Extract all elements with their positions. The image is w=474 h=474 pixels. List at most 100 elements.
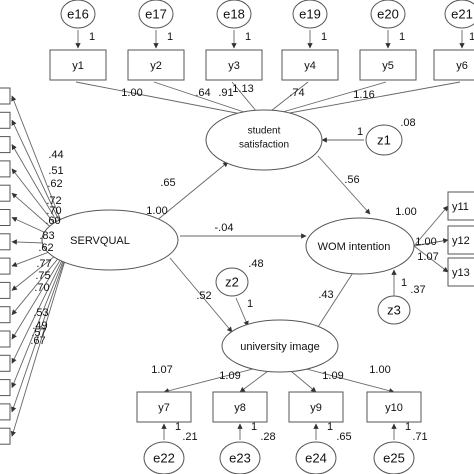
wom-label: WOM intention: [318, 241, 391, 253]
servqual-loading-coef: .49: [32, 320, 47, 332]
z3-path-coef: 1: [401, 277, 407, 289]
servqual-indicator-box-6: [0, 209, 11, 226]
z2-path-coef: 1: [247, 298, 253, 310]
top-indicator-label: y1: [72, 60, 84, 72]
top-error-label: e17: [145, 6, 167, 21]
servqual-loading-coef: .44: [48, 149, 63, 161]
z1-label: z1: [377, 132, 391, 147]
satisfaction-loading-path-6: [261, 81, 461, 120]
bottom-error-label: e22: [153, 450, 175, 465]
servqual-indicator-box-3: [0, 136, 11, 154]
servqual-to-image-path: [169, 257, 233, 333]
wom-loading-path-3: [413, 245, 449, 273]
top-error-circle-6: [444, 0, 474, 29]
top-indicator-label: y4: [304, 60, 316, 72]
coefficient-labels: e16y1e17y2e18y3e19y4e20y5e21y6e22y7e23y8…: [30, 6, 474, 465]
bottom-indicator-label: y9: [310, 402, 322, 414]
servqual-loading-coef: .62: [47, 178, 62, 190]
servqual-to-satisfaction-coef: .65: [160, 177, 175, 189]
top-error-circle-1: [60, 0, 96, 29]
servqual-loading-coef: .77: [36, 258, 51, 270]
bottom-error-circle-2: [219, 441, 261, 474]
servqual-loading-coef: .72: [46, 195, 61, 207]
bottom-error-path-coef: 1: [327, 421, 333, 433]
bottom-indicator-box-1: [136, 391, 192, 423]
top-indicator-box-2: [127, 49, 185, 81]
servqual-indicator-box-12: [0, 354, 11, 372]
bottom-error-variance-coef: .28: [260, 431, 275, 443]
servqual-loading-coef: .67: [30, 335, 45, 347]
satisfaction-loading-coef: .64: [195, 87, 210, 99]
servqual-loading-path-15: [10, 243, 71, 437]
servqual-indicator-box-14: [0, 403, 11, 421]
top-error-circle-2: [138, 0, 174, 29]
servqual-loading-coef: .51: [48, 165, 63, 177]
satisfaction-loading-coef: 1.16: [353, 89, 374, 101]
servqual-indicator-box-13: [0, 379, 11, 397]
wom-loading-coef: 1.00: [415, 236, 436, 248]
bottom-error-variance-coef: .65: [336, 431, 351, 443]
image-to-wom-path: [315, 267, 357, 331]
top-error-label: e18: [223, 6, 245, 21]
servqual-loading-path-13: [11, 243, 71, 389]
top-indicator-box-3: [205, 49, 263, 81]
bottom-indicator-box-3: [288, 391, 344, 423]
bottom-error-path-coef: 1: [251, 421, 257, 433]
servqual-indicator-box-2: [0, 111, 11, 129]
bottom-error-variance-coef: .21: [182, 431, 197, 443]
satisfaction-ellipse: [205, 109, 323, 171]
image-ellipse: [221, 319, 339, 373]
servqual-loading-coef: .60: [45, 215, 60, 227]
satisfaction-label-line2: satisfaction: [239, 140, 289, 151]
top-error-label: e16: [67, 6, 89, 21]
servqual-loading-coef: .53: [33, 307, 48, 319]
bottom-error-circle-1: [143, 441, 185, 474]
servqual-indicator-box-10: [0, 306, 11, 324]
top-indicator-box-6: [433, 49, 474, 81]
top-indicator-box-1: [49, 49, 107, 81]
bottom-indicator-box-4: [366, 391, 422, 423]
top-error-label: e20: [377, 6, 399, 21]
z2-to-image-path: [235, 297, 249, 327]
servqual-to-image-coef: .52: [196, 290, 211, 302]
bottom-error-label: e24: [305, 450, 327, 465]
servqual-loading-path-14: [11, 243, 71, 413]
right-indicator-label: y11: [452, 201, 469, 213]
top-indicator-box-5: [359, 49, 417, 81]
top-indicator-box-4: [281, 49, 339, 81]
image-loading-coef: 1.07: [151, 364, 172, 376]
right-indicator-label: y13: [452, 267, 470, 279]
right-indicator-label: y12: [452, 235, 470, 247]
z3-label: z3: [387, 302, 401, 317]
bottom-indicator-label: y10: [385, 402, 403, 414]
bottom-error-circle-4: [373, 441, 415, 474]
servqual-indicator-box-7: [0, 233, 11, 251]
top-error-circle-4: [292, 0, 328, 29]
top-indicator-label: y5: [382, 60, 394, 72]
servqual-loading-coef: .83: [39, 230, 54, 242]
right-indicator-box-2: [447, 225, 474, 255]
servqual-ellipse: [41, 209, 179, 271]
image-loading-coef: 1.00: [369, 364, 390, 376]
top-error-path-coef: 1: [469, 31, 474, 43]
top-indicator-label: y2: [150, 60, 162, 72]
bottom-indicator-box-2: [212, 391, 268, 423]
satisfaction-loading-coef: .91: [218, 87, 233, 99]
wom-loading-path-2: [413, 238, 449, 247]
servqual-indicator-box-5: [0, 184, 11, 202]
servqual-loading-coef: .62: [38, 242, 53, 254]
z1-path-coef: 1: [357, 126, 363, 138]
top-indicator-label: y3: [228, 60, 240, 72]
satisfaction-label-line1: student: [248, 126, 281, 137]
servqual-loading-coef: .57: [31, 327, 46, 339]
bottom-error-label: e23: [229, 450, 251, 465]
servqual-indicator-box-11: [0, 330, 11, 348]
top-error-label: e21: [451, 6, 473, 21]
bottom-indicator-label: y7: [158, 402, 170, 414]
servqual-loading-mark-coef: 1.00: [146, 205, 167, 217]
bottom-error-variance-coef: .71: [412, 431, 427, 443]
z2-label: z2: [225, 274, 239, 289]
top-error-circle-5: [370, 0, 406, 29]
